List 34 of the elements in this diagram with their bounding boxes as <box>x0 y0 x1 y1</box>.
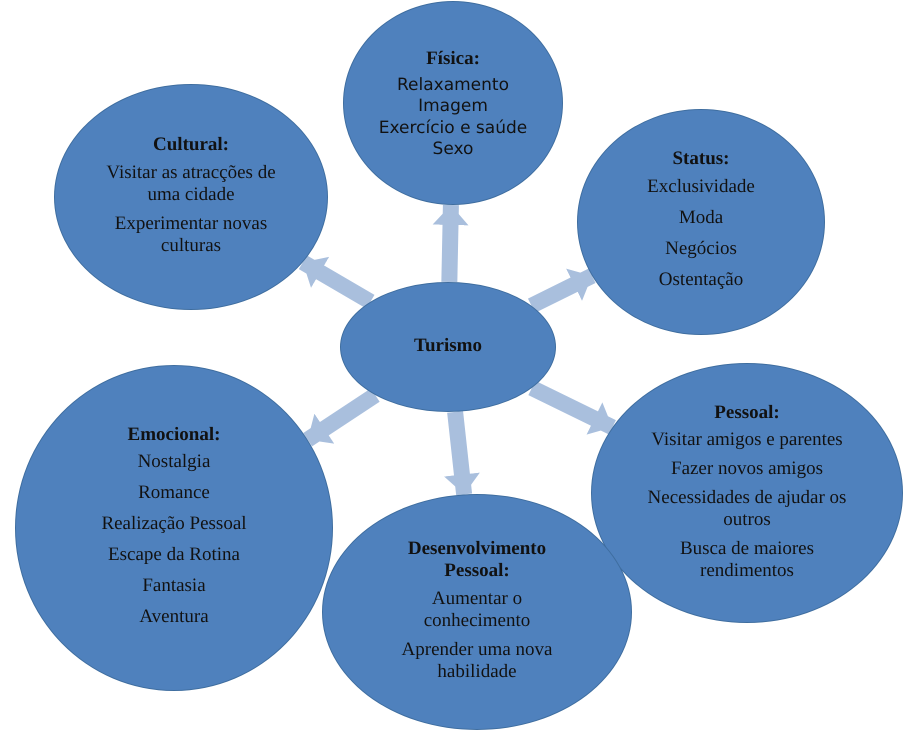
motivation-item: Ostentação <box>658 268 744 291</box>
motivation-item: Escape da Rotina <box>108 544 240 566</box>
motivation-item: Romance <box>138 482 210 504</box>
motivation-item: Visitar as atracções de uma cidade <box>105 162 277 206</box>
center-label: Turismo <box>414 335 482 357</box>
motivation-item: Aprender uma nova habilidade <box>400 638 554 683</box>
motivation-item: Fazer novos amigos <box>671 458 823 480</box>
motivation-item: Fantasia <box>142 574 206 597</box>
motivation-item: Aumentar o conhecimento <box>422 588 532 632</box>
category-heading: Desenvolvimento Pessoal: <box>406 538 548 582</box>
block-arrow <box>528 380 616 435</box>
motivation-item: Nostalgia <box>138 451 210 474</box>
motivation-item: Realização Pessoal <box>101 513 247 535</box>
motivation-item: Busca de maiores rendimentos <box>678 538 815 582</box>
category-heading: Pessoal: <box>714 402 780 424</box>
motivation-item: Relaxamento <box>397 76 509 96</box>
motivation-item: Visitar amigos e parentes <box>651 429 843 452</box>
motivation-item: Moda <box>678 207 724 229</box>
motivation-item: Negócios <box>665 238 737 260</box>
category-heading: Cultural: <box>153 134 229 156</box>
block-arrow <box>298 255 374 309</box>
motivation-item: Experimentar novas culturas <box>114 212 268 257</box>
motivation-item: Exercício e saúde <box>378 118 528 138</box>
motivation-item: Imagem <box>418 97 488 117</box>
motivation-item: Exclusividade <box>647 176 755 198</box>
motivation-item: Necessidades de ajudar os outros <box>647 487 847 531</box>
block-arrow <box>432 204 468 282</box>
block-arrow <box>444 411 480 496</box>
motivation-item: Sexo <box>432 140 474 160</box>
motivation-item: Aventura <box>139 606 209 628</box>
category-heading: Física: <box>426 48 480 70</box>
category-heading: Emocional: <box>128 424 220 446</box>
category-heading: Status: <box>672 148 730 170</box>
block-arrow <box>528 268 596 313</box>
